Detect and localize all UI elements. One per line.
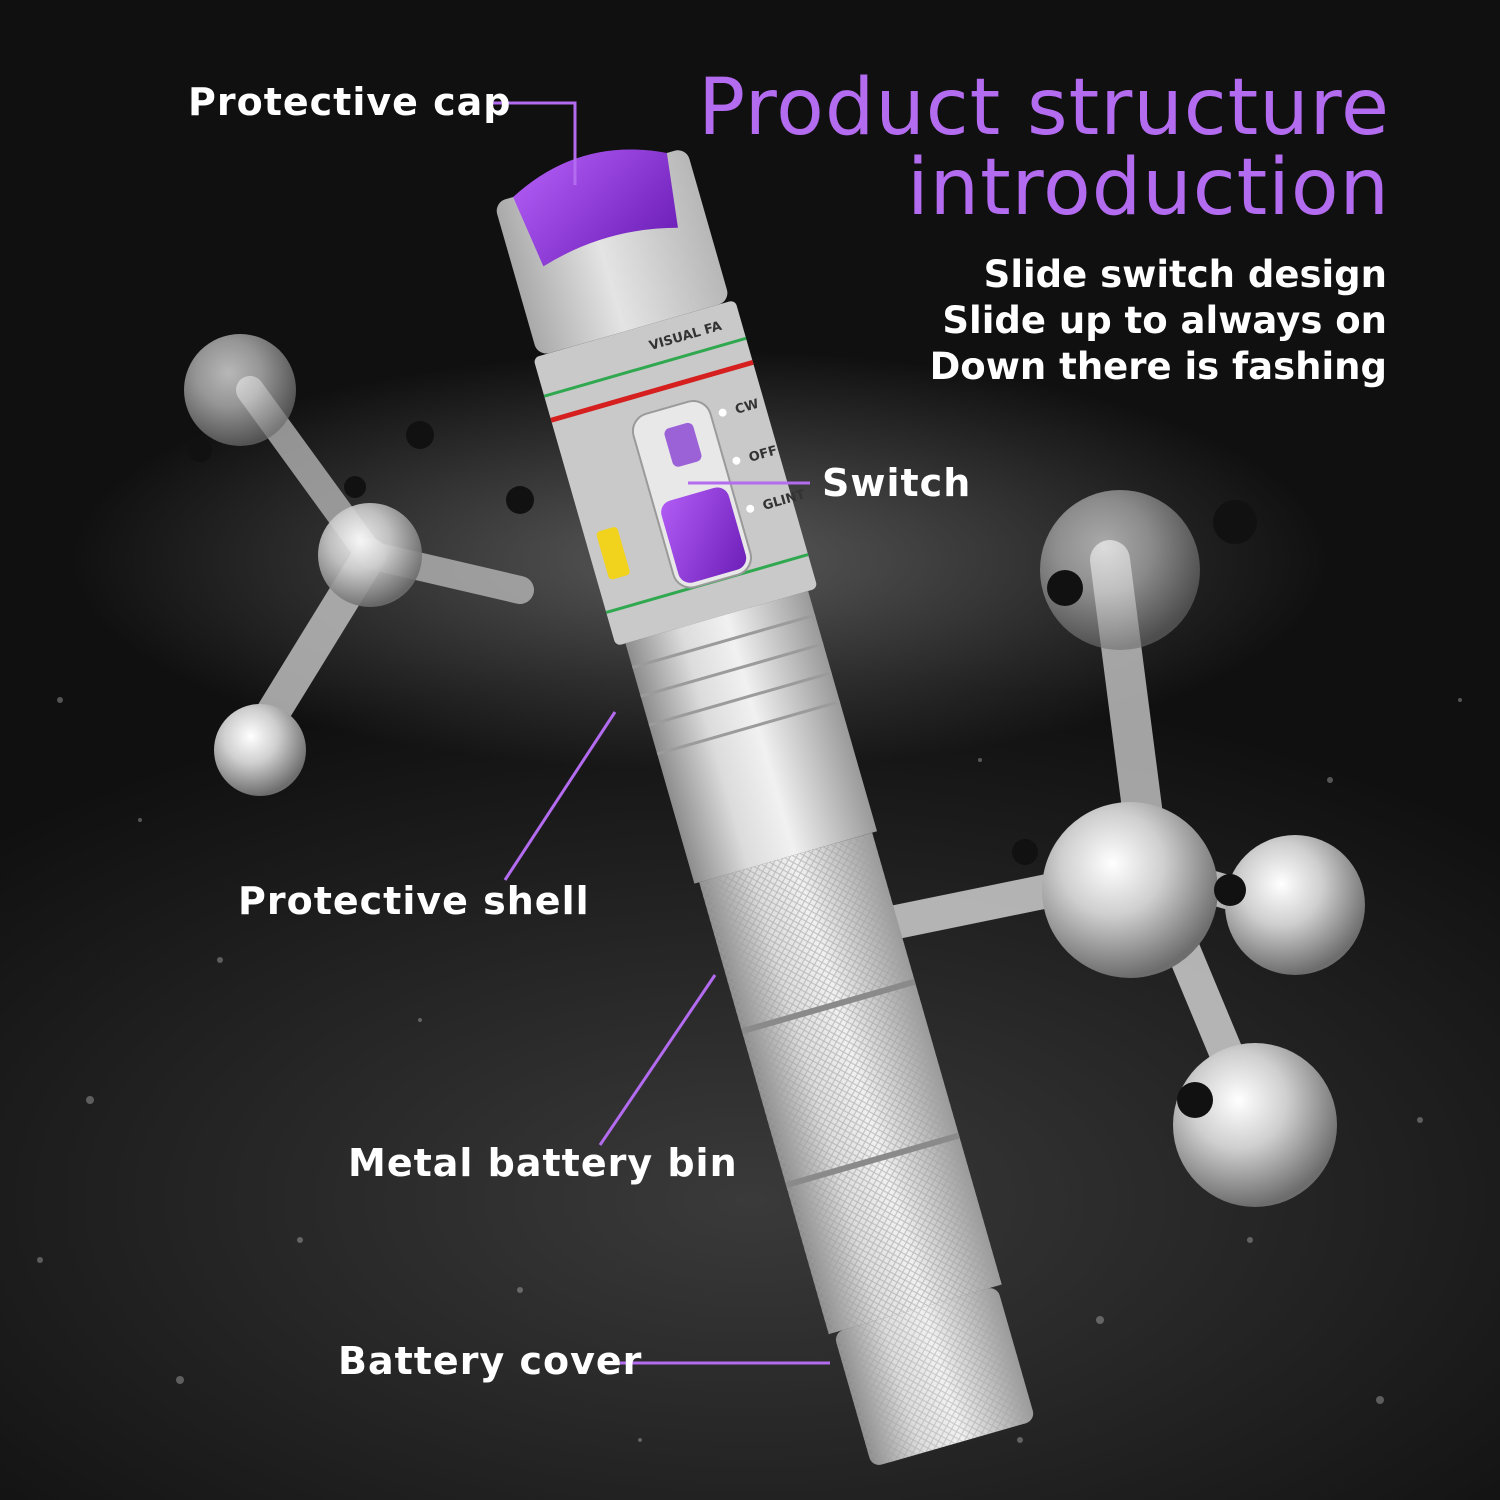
visual-fault-locator-pen: VISUAL FA CW OFF GLINT	[496, 149, 1034, 1465]
protective-cap-callout-line	[493, 101, 577, 185]
protective-shell-callout-line	[503, 711, 617, 881]
description-line-1: Slide switch design	[983, 253, 1387, 296]
description-line-2: Slide up to always on	[942, 299, 1387, 342]
page-title: Product structure introduction	[490, 68, 1390, 228]
ground-texture	[37, 697, 1462, 1443]
feature-description: Slide switch design Slide up to always o…	[687, 252, 1387, 390]
title-line-2: introduction	[906, 143, 1390, 233]
left-molecule-decoration	[184, 334, 534, 796]
battery-cover-label: Battery cover	[338, 1339, 643, 1383]
slide-switch	[661, 487, 747, 583]
callout-lines	[493, 101, 830, 1365]
protective-shell-label: Protective shell	[238, 879, 590, 923]
metal-battery-bin-callout-line	[598, 974, 717, 1146]
protective-shell	[625, 590, 878, 884]
title-line-1: Product structure	[698, 63, 1390, 153]
description-line-3: Down there is fashing	[929, 345, 1387, 388]
metal-battery-bin-label: Metal battery bin	[348, 1141, 738, 1185]
protective-cap-label: Protective cap	[188, 80, 512, 124]
switch-label: Switch	[822, 461, 972, 505]
mode-cw-marking: CW	[733, 397, 760, 418]
protective-cap-purple-tip	[513, 149, 678, 267]
